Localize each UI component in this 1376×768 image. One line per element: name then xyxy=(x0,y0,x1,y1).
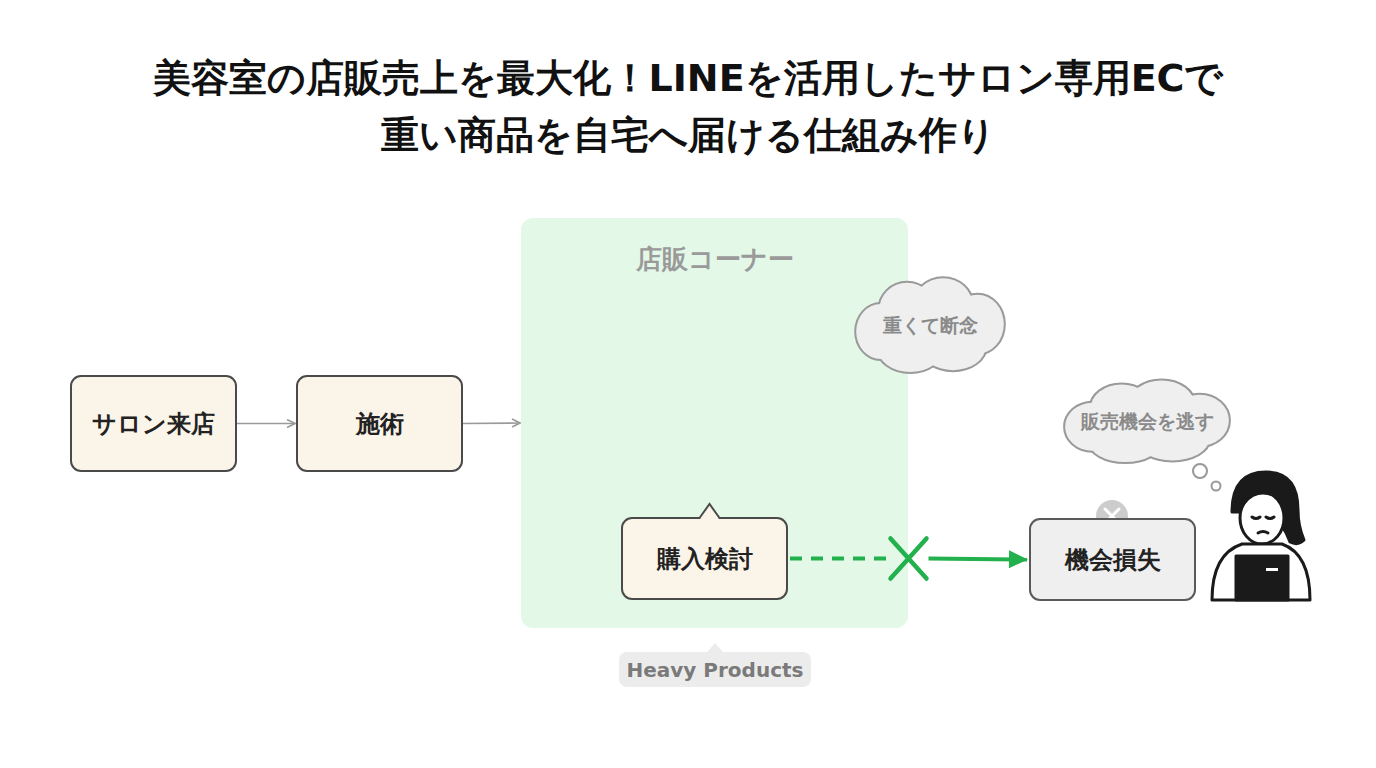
tag-pill: Heavy Products xyxy=(619,652,811,687)
connector xyxy=(237,423,295,424)
staff-bangs xyxy=(1240,478,1284,510)
staff-illustration xyxy=(1212,472,1310,600)
thought-cloud: 販売機会を逃す xyxy=(1056,382,1238,462)
area-band: 店販コーナー購入検討 xyxy=(521,218,908,628)
thought-dot xyxy=(1212,482,1221,491)
speech-tail-path xyxy=(700,504,720,518)
staff-hair xyxy=(1232,472,1304,544)
speech-tail-cover xyxy=(701,518,719,521)
node-text: 購入検討 xyxy=(657,543,753,575)
connector-line xyxy=(237,423,295,425)
connector-solid xyxy=(929,559,1028,560)
thought-dots xyxy=(862,371,1221,491)
staff-apron xyxy=(1236,556,1288,600)
speech-box: 購入検討 xyxy=(621,517,788,600)
blocked-cross xyxy=(891,539,927,579)
node-text: 重くて断念 xyxy=(883,313,978,339)
cloud-fill xyxy=(874,297,986,356)
staff-body xyxy=(1212,544,1310,600)
node-text: 店販コーナー xyxy=(636,242,794,277)
process-box: 施術 xyxy=(296,375,463,472)
node-text: 施術 xyxy=(356,408,404,440)
connector-dashed xyxy=(790,557,889,561)
cloud-outline xyxy=(874,297,986,356)
apron-badge xyxy=(1266,568,1278,571)
process-box: サロン来店 xyxy=(70,375,237,472)
staff-mouth xyxy=(1258,532,1268,534)
tag-tail-path xyxy=(707,643,723,652)
result-box: 機会損失 xyxy=(1029,518,1196,601)
thought-dot xyxy=(1193,464,1207,478)
connector xyxy=(463,423,520,425)
node-text: 機会損失 xyxy=(1065,544,1161,576)
node-text: Heavy Products xyxy=(627,658,804,682)
node-text: サロン来店 xyxy=(92,408,215,440)
diagram-title: 美容室の店販売上を最大化！LINEを活用したサロン専用ECで 重い商品を自宅へ届… xyxy=(68,50,1308,164)
connector xyxy=(790,539,1027,579)
thought-cloud: 重くて断念 xyxy=(848,280,1012,372)
staff-eyes xyxy=(1252,517,1274,519)
connector-line xyxy=(463,422,520,424)
node-text: 販売機会を逃す xyxy=(1081,409,1214,435)
